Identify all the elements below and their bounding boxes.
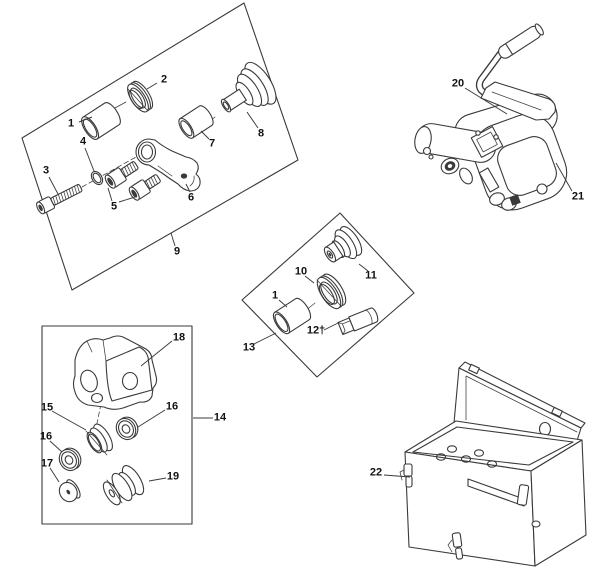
leader-1b bbox=[278, 299, 288, 308]
roller-kit-parts bbox=[58, 335, 158, 506]
callout-7: 7 bbox=[208, 137, 216, 150]
machine-crank-handle bbox=[475, 23, 556, 121]
part-10-grooved-ring bbox=[316, 273, 347, 310]
drive-set-border bbox=[241, 212, 415, 378]
callout-14: 14 bbox=[213, 411, 227, 424]
callout-10: 10 bbox=[294, 265, 308, 278]
callout-1-drive: 1 bbox=[271, 289, 279, 302]
head-assembly-border bbox=[21, 2, 299, 291]
callout-16-left: 16 bbox=[39, 430, 53, 443]
leader-13 bbox=[253, 332, 277, 345]
leader-16-right bbox=[137, 409, 166, 428]
leader-4 bbox=[84, 147, 95, 172]
callout-leader-lines bbox=[48, 82, 573, 483]
callout-17: 17 bbox=[40, 457, 54, 470]
callout-19: 19 bbox=[166, 470, 180, 483]
callout-20: 20 bbox=[451, 77, 465, 90]
part-1b-knurled-bushing bbox=[272, 297, 312, 335]
roll-groover-machine bbox=[414, 23, 568, 211]
part-12-drive-shaft bbox=[337, 307, 379, 336]
case-latch-left bbox=[399, 463, 413, 488]
drive-set-parts bbox=[272, 226, 379, 336]
leader-19 bbox=[148, 477, 167, 482]
leader-22 bbox=[383, 474, 411, 478]
leader-16-left bbox=[49, 440, 63, 453]
leader-3 bbox=[48, 176, 59, 195]
callout-2: 2 bbox=[160, 73, 168, 86]
callout-12-dagger: 12† bbox=[306, 324, 326, 337]
part-4-oring bbox=[90, 170, 104, 186]
case-latch-front bbox=[447, 532, 464, 560]
part-18-housing bbox=[72, 335, 158, 410]
part-2-collar bbox=[127, 80, 154, 113]
callout-4: 4 bbox=[79, 135, 87, 148]
leader-20 bbox=[464, 87, 508, 115]
part-17-washer bbox=[58, 479, 81, 503]
leader-10 bbox=[304, 275, 315, 284]
callout-1-head: 1 bbox=[67, 117, 75, 130]
callout-22: 22 bbox=[369, 466, 383, 479]
callout-3: 3 bbox=[42, 164, 50, 177]
leader-5 bbox=[107, 187, 136, 203]
callout-11: 11 bbox=[365, 269, 377, 282]
leader-8 bbox=[246, 111, 259, 129]
callout-9: 9 bbox=[173, 245, 181, 258]
callout-21: 21 bbox=[571, 190, 585, 203]
case-body bbox=[399, 420, 587, 567]
leader-15 bbox=[51, 410, 87, 431]
roller-kit-border bbox=[41, 325, 193, 525]
leader-9 bbox=[170, 232, 176, 247]
part-5-socket-screw-b bbox=[128, 174, 161, 201]
leader-18 bbox=[140, 340, 173, 367]
part-15-sheave bbox=[85, 423, 113, 456]
part-19-spool bbox=[102, 465, 145, 506]
leader-6 bbox=[185, 183, 191, 193]
callout-15: 15 bbox=[40, 401, 54, 414]
part-1-knurled-bushing bbox=[81, 102, 121, 140]
leader-11 bbox=[358, 263, 369, 272]
callout-5: 5 bbox=[110, 200, 118, 213]
callout-13: 13 bbox=[242, 341, 256, 354]
part-8-stepped-roller bbox=[220, 61, 277, 113]
callout-18: 18 bbox=[172, 331, 186, 344]
callout-16-right: 16 bbox=[165, 400, 179, 413]
leader-2 bbox=[146, 82, 158, 90]
head-assembly-parts bbox=[36, 61, 277, 215]
part-6-yoke bbox=[135, 138, 201, 192]
leader-7 bbox=[200, 130, 210, 140]
leader-21 bbox=[555, 162, 573, 192]
part-11-stepped-roller bbox=[323, 226, 363, 263]
part-3-screw bbox=[36, 184, 83, 215]
leader-17 bbox=[49, 467, 60, 483]
leader-12 bbox=[323, 322, 339, 331]
group-boundaries bbox=[21, 2, 415, 525]
part-16-bearing-right bbox=[115, 416, 139, 441]
callout-6: 6 bbox=[187, 191, 195, 204]
callout-8: 8 bbox=[257, 127, 265, 140]
part-5-socket-screw-a bbox=[104, 161, 139, 189]
part-7-knurled-bushing bbox=[178, 105, 214, 139]
part-16-bearing-left bbox=[58, 447, 82, 472]
carrying-case bbox=[399, 361, 587, 567]
leader-1 bbox=[78, 116, 93, 123]
